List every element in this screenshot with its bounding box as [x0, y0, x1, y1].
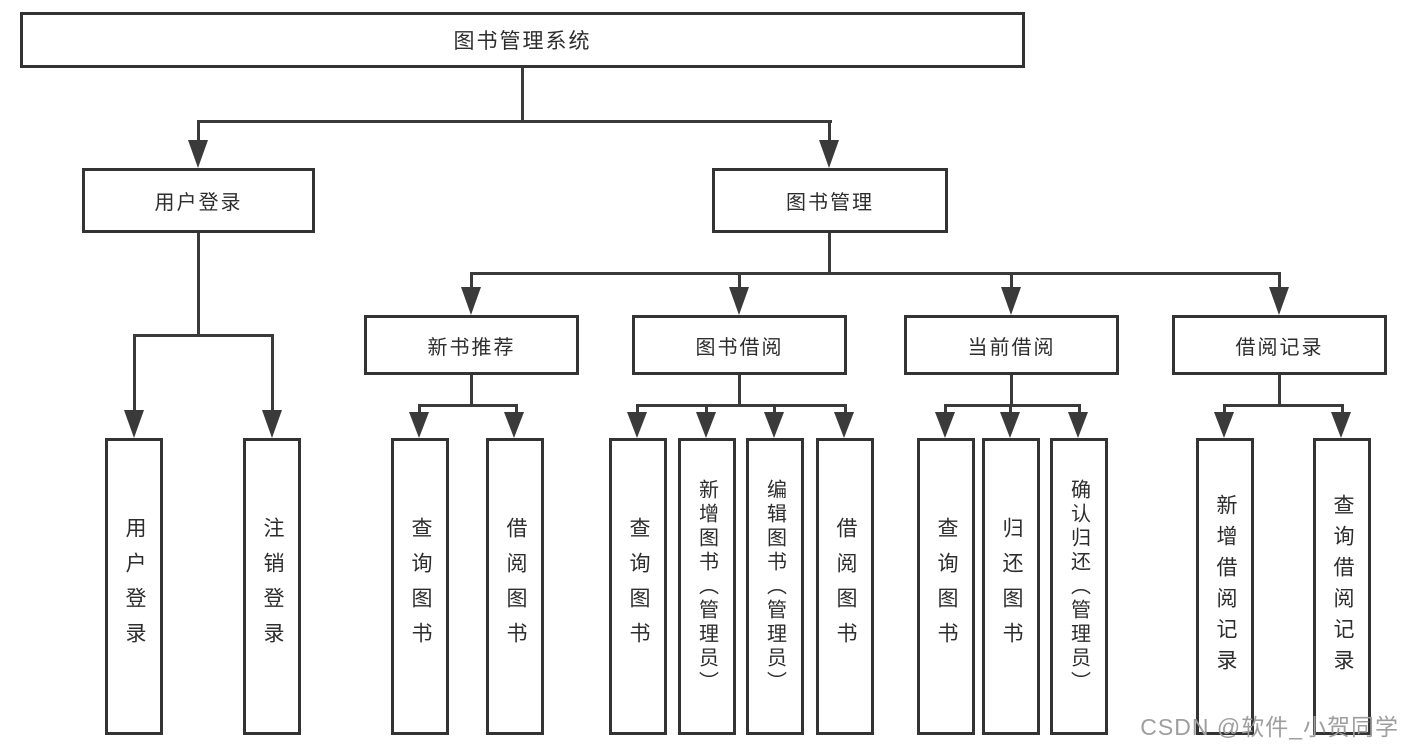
edge-line [738, 272, 741, 290]
edge-line [418, 404, 518, 407]
edge-line [470, 272, 1281, 275]
edge-line [1278, 375, 1281, 407]
edge-line [705, 404, 708, 414]
watermark: CSDN @软件_小贺同学 [1140, 714, 1399, 740]
edge-arrowhead [729, 287, 749, 315]
edge-line [197, 120, 832, 123]
edge-line [197, 233, 200, 337]
edge-arrowhead [1068, 412, 1088, 438]
leaf-bb-add-books-admin: 新增图书（管理员） [678, 438, 736, 735]
leaf-nb-borrow-books: 借阅图书 [486, 438, 544, 735]
edge-line [944, 404, 1081, 407]
edge-arrowhead [504, 412, 524, 438]
edge-arrowhead [461, 287, 481, 315]
leaf-br-add-record: 新增借阅记录 [1196, 438, 1254, 735]
edge-line [1010, 272, 1013, 290]
edge-arrowhead [124, 410, 144, 438]
edge-arrowhead [188, 140, 208, 168]
edge-line [515, 404, 518, 414]
edge-line [1223, 404, 1344, 407]
node-book-borrowing: 图书借阅 [632, 315, 847, 375]
edge-line [1223, 404, 1226, 414]
edge-line [828, 233, 831, 275]
edge-line [844, 404, 847, 414]
edge-line [1078, 404, 1081, 414]
edge-line [133, 334, 136, 412]
edge-line [1278, 272, 1281, 290]
node-library-management-system: 图书管理系统 [20, 12, 1025, 68]
leaf-bb-edit-books-admin: 编辑图书（管理员） [746, 438, 804, 735]
edge-line [1009, 404, 1012, 414]
edge-arrowhead [1269, 287, 1289, 315]
edge-line [418, 404, 421, 414]
node-current-borrowing: 当前借阅 [904, 315, 1119, 375]
node-borrow-records: 借阅记录 [1172, 315, 1387, 375]
edge-arrowhead [935, 412, 955, 438]
leaf-cb-return-books: 归还图书 [982, 438, 1040, 735]
edge-line [521, 68, 524, 123]
leaf-logout: 注销登录 [243, 438, 301, 735]
edge-line [636, 404, 847, 407]
edge-arrowhead [819, 140, 839, 168]
edge-arrowhead [1001, 287, 1021, 315]
edge-line [636, 404, 639, 414]
leaf-cb-confirm-return-admin: 确认归还（管理员） [1050, 438, 1108, 735]
leaf-nb-query-books: 查询图书 [391, 438, 449, 735]
edge-arrowhead [834, 412, 854, 438]
edge-line [828, 120, 831, 146]
edge-line [133, 334, 274, 337]
edge-line [197, 120, 200, 146]
edge-line [470, 375, 473, 407]
node-user-login: 用户登录 [82, 168, 315, 233]
edge-arrowhead [262, 410, 282, 438]
edge-line [944, 404, 947, 414]
edge-arrowhead [1331, 412, 1351, 438]
edge-arrowhead [627, 412, 647, 438]
edge-arrowhead [1214, 412, 1234, 438]
leaf-br-query-record: 查询借阅记录 [1313, 438, 1371, 735]
node-book-management: 图书管理 [712, 168, 948, 233]
edge-line [1010, 375, 1013, 407]
edge-arrowhead [764, 412, 784, 438]
leaf-user-login: 用户登录 [105, 438, 163, 735]
edge-line [271, 334, 274, 412]
edge-arrowhead [1000, 412, 1020, 438]
edge-arrowhead [696, 412, 716, 438]
leaf-bb-borrow-books: 借阅图书 [816, 438, 874, 735]
leaf-cb-query-books: 查询图书 [917, 438, 975, 735]
edge-line [773, 404, 776, 414]
edge-line [1341, 404, 1344, 414]
edge-line [738, 375, 741, 407]
leaf-bb-query-books: 查询图书 [609, 438, 667, 735]
node-new-book-recommend: 新书推荐 [364, 315, 579, 375]
edge-line [470, 272, 473, 290]
edge-arrowhead [409, 412, 429, 438]
